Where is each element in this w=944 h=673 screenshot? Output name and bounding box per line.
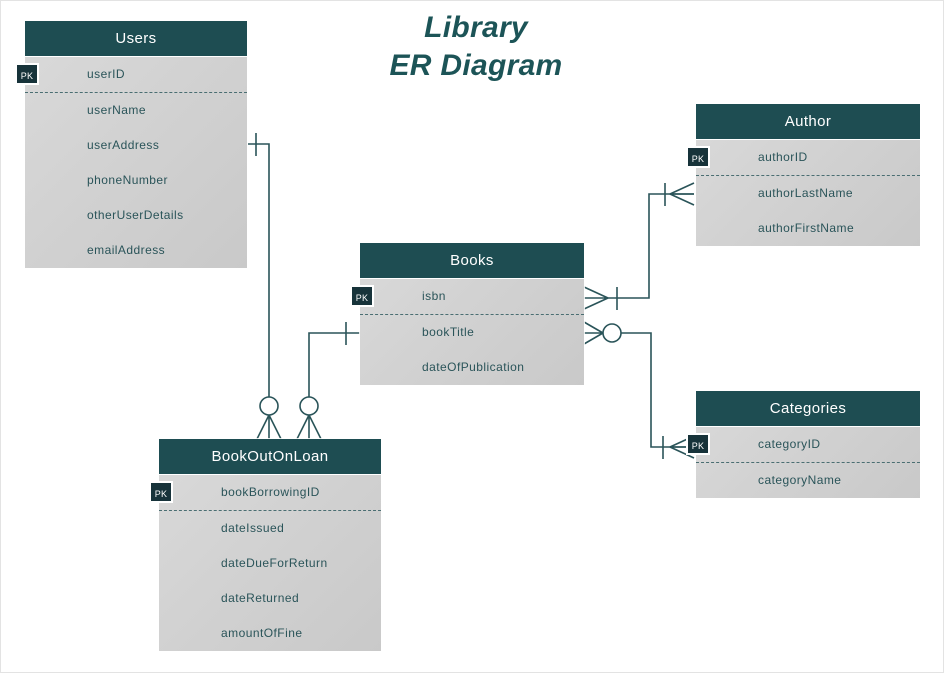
attribute-row[interactable]: dateDueForReturn (159, 546, 381, 581)
attribute-row[interactable]: PK authorID (686, 140, 920, 176)
entity-books-title: Books (360, 243, 584, 279)
attribute-label: authorLastName (758, 186, 854, 200)
attribute-row[interactable]: amountOfFine (159, 616, 381, 651)
attribute-label: phoneNumber (87, 173, 168, 187)
attribute-label: bookBorrowingID (221, 485, 320, 499)
attribute-label: dateDueForReturn (221, 556, 328, 570)
attribute-label: dateIssued (221, 521, 285, 535)
pk-badge-icon: PK (149, 481, 173, 503)
attribute-row[interactable]: PK isbn (350, 279, 584, 315)
attribute-row[interactable]: dateOfPublication (360, 350, 584, 385)
entity-bookoutonloan-attributes: PK bookBorrowingID dateIssued dateDueFor… (149, 475, 381, 651)
attribute-row[interactable]: authorFirstName (696, 211, 920, 246)
pk-badge-icon: PK (686, 433, 710, 455)
attribute-row[interactable]: userAddress (25, 128, 247, 163)
pk-badge-icon: PK (350, 285, 374, 307)
entity-categories-title: Categories (696, 391, 920, 427)
attribute-label: otherUserDetails (87, 208, 184, 222)
connector-books-bookoutonloan (296, 322, 360, 440)
entity-users-title: Users (25, 21, 247, 57)
attribute-label: bookTitle (422, 325, 475, 339)
attribute-label: categoryID (758, 437, 821, 451)
entity-books-attributes: PK isbn bookTitle dateOfPublication (350, 279, 584, 385)
page-title: Library ER Diagram (389, 11, 563, 83)
pk-badge-icon: PK (15, 63, 39, 85)
entity-bookoutonloan-title: BookOutOnLoan (159, 439, 381, 475)
attribute-label: userAddress (87, 138, 160, 152)
attribute-row[interactable]: PK userID (15, 57, 247, 93)
entity-categories-attributes: PK categoryID categoryName (686, 427, 920, 498)
entity-books[interactable]: Books PK isbn bookTitle dateOfPublicatio… (350, 243, 584, 385)
attribute-label: authorFirstName (758, 221, 855, 235)
connector-users-bookoutonloan (248, 133, 282, 440)
attribute-label: dateOfPublication (422, 360, 525, 374)
attribute-label: categoryName (758, 473, 842, 487)
attribute-row[interactable]: PK categoryID (686, 427, 920, 463)
attribute-row[interactable]: authorLastName (696, 176, 920, 211)
connector-books-categories (583, 321, 695, 459)
entity-author[interactable]: Author PK authorID authorLastName author… (686, 104, 920, 246)
entity-users-attributes: PK userID userName userAddress phoneNumb… (15, 57, 247, 268)
attribute-label: amountOfFine (221, 626, 303, 640)
attribute-label: authorID (758, 150, 808, 164)
attribute-row[interactable]: dateIssued (159, 511, 381, 546)
attribute-row[interactable]: userName (25, 93, 247, 128)
attribute-label: emailAddress (87, 243, 166, 257)
connector-books-author (583, 182, 695, 310)
entity-author-attributes: PK authorID authorLastName authorFirstNa… (686, 140, 920, 246)
attribute-row[interactable]: dateReturned (159, 581, 381, 616)
attribute-row[interactable]: bookTitle (360, 315, 584, 350)
entity-categories[interactable]: Categories PK categoryID categoryName (686, 391, 920, 498)
attribute-row[interactable]: otherUserDetails (25, 198, 247, 233)
entity-bookoutonloan[interactable]: BookOutOnLoan PK bookBorrowingID dateIss… (149, 439, 381, 651)
attribute-row[interactable]: PK bookBorrowingID (149, 475, 381, 511)
attribute-label: isbn (422, 289, 446, 303)
attribute-row[interactable]: categoryName (696, 463, 920, 498)
entity-author-title: Author (696, 104, 920, 140)
attribute-label: userID (87, 67, 126, 81)
attribute-row[interactable]: phoneNumber (25, 163, 247, 198)
attribute-label: userName (87, 103, 146, 117)
attribute-label: dateReturned (221, 591, 300, 605)
pk-badge-icon: PK (686, 146, 710, 168)
entity-users[interactable]: Users PK userID userName userAddress pho… (15, 21, 247, 268)
attribute-row[interactable]: emailAddress (25, 233, 247, 268)
